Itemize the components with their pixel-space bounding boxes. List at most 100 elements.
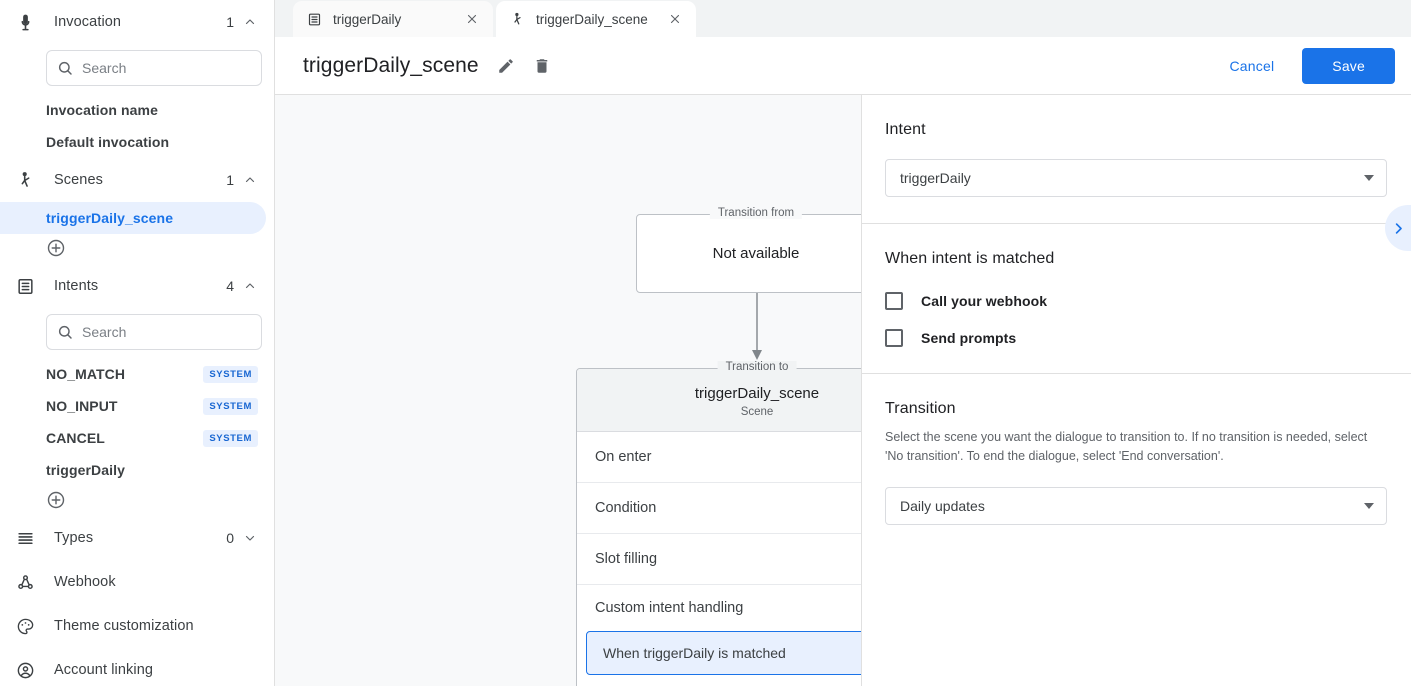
intent-handler-label: When triggerDaily is matched — [603, 645, 786, 661]
transition-from-value: Not available — [712, 245, 800, 262]
types-icon — [14, 527, 36, 549]
scene-card-header: triggerDaily_scene Scene — [577, 369, 861, 432]
page-title: triggerDaily_scene — [303, 53, 479, 77]
scene-canvas[interactable]: Transition from Not available Transition… — [275, 95, 862, 686]
sidebar-item-cancel[interactable]: CANCEL SYSTEM — [0, 422, 274, 454]
transition-from-node[interactable]: Transition from Not available — [636, 207, 861, 293]
sidebar-item-default-invocation[interactable]: Default invocation — [0, 126, 274, 158]
checkbox-label: Send prompts — [921, 330, 1017, 346]
search-icon — [57, 324, 73, 340]
scene-card-subtitle: Scene — [740, 406, 774, 418]
sidebar-item-triggerdaily-scene[interactable]: triggerDaily_scene — [0, 202, 266, 234]
chevron-down-icon — [1364, 502, 1374, 509]
sidebar-section-scenes[interactable]: Scenes 1 — [0, 158, 274, 202]
transition-section: Transition Select the scene you want the… — [862, 374, 1411, 551]
intent-tab-icon — [307, 12, 322, 27]
intents-search-wrap — [0, 308, 274, 358]
scene-row-on-enter[interactable]: On enter + — [577, 432, 861, 483]
search-icon — [57, 60, 73, 76]
sidebar-section-label: Invocation — [54, 14, 122, 30]
sidebar-item-no-match[interactable]: NO_MATCH SYSTEM — [0, 358, 274, 390]
sidebar-section-label: Intents — [54, 278, 99, 294]
trash-icon[interactable] — [533, 57, 551, 75]
transition-section-title: Transition — [885, 400, 956, 417]
sidebar-section-label: Scenes — [54, 172, 103, 188]
add-scene-row — [0, 234, 274, 264]
intents-icon — [14, 275, 36, 297]
add-icon[interactable] — [46, 490, 66, 510]
invocation-searchbox[interactable] — [46, 50, 262, 86]
tab-label: triggerDaily_scene — [536, 11, 648, 27]
add-icon[interactable] — [46, 238, 66, 258]
sidebar-item-no-input[interactable]: NO_INPUT SYSTEM — [0, 390, 274, 422]
sidebar-section-count: 1 — [226, 172, 234, 188]
status-badge: SYSTEM — [203, 365, 258, 383]
sidebar-section-label: Types — [54, 530, 94, 546]
checkbox-row-send-prompts[interactable]: Send prompts — [885, 329, 1387, 347]
sidebar-item-theme-customization[interactable]: Theme customization — [0, 604, 274, 648]
intent-handler-chip[interactable]: When triggerDaily is matched — [586, 631, 861, 675]
sidebar-item-webhook[interactable]: Webhook — [0, 560, 274, 604]
tab-triggerdaily[interactable]: triggerDaily — [293, 1, 493, 37]
body-split: Transition from Not available Transition… — [275, 95, 1411, 686]
scene-card-title: triggerDaily_scene — [694, 385, 820, 402]
webhook-icon — [14, 571, 36, 593]
intent-section-title: Intent — [885, 121, 926, 138]
scene-row-label: On enter — [595, 449, 652, 465]
chevron-up-icon[interactable] — [244, 16, 256, 28]
transition-description: Select the scene you want the dialogue t… — [885, 430, 1368, 464]
intent-select[interactable]: triggerDaily — [885, 159, 1387, 197]
when-matched-section: When intent is matched Call your webhook… — [862, 224, 1411, 374]
chevron-up-icon[interactable] — [244, 280, 256, 292]
invocation-search-wrap — [0, 44, 274, 94]
chevron-down-icon — [1364, 175, 1374, 181]
cancel-button[interactable]: Cancel — [1214, 49, 1291, 83]
sidebar: Invocation 1 Invocation name Default inv… — [0, 0, 275, 686]
scene-row-custom-intent-handling[interactable]: Custom intent handling + — [577, 585, 861, 631]
close-icon[interactable] — [664, 8, 686, 30]
details-panel: Intent triggerDaily When intent is match… — [862, 95, 1411, 686]
page-header: triggerDaily_scene Cancel Save — [275, 37, 1411, 95]
sidebar-section-count: 4 — [226, 278, 234, 294]
save-button[interactable]: Save — [1302, 47, 1395, 84]
sidebar-section-invocation[interactable]: Invocation 1 — [0, 0, 274, 44]
sidebar-section-count: 1 — [226, 14, 234, 30]
main-area: triggerDaily triggerDaily_scene triggerD… — [275, 0, 1411, 686]
sidebar-item-invocation-name[interactable]: Invocation name — [0, 94, 274, 126]
close-icon[interactable] — [461, 8, 483, 30]
microphone-icon — [14, 11, 36, 33]
intent-section: Intent triggerDaily — [862, 95, 1411, 224]
scene-tab-icon — [510, 12, 525, 27]
invocation-search-input[interactable] — [82, 60, 251, 76]
sidebar-item-triggerdaily[interactable]: triggerDaily — [0, 454, 274, 486]
scene-row-slot-filling[interactable]: Slot filling + — [577, 534, 861, 585]
checkbox-send-prompts[interactable] — [885, 329, 903, 347]
scene-card: Transition to triggerDaily_scene Scene O… — [576, 361, 861, 686]
pencil-icon[interactable] — [497, 57, 515, 75]
chevron-up-icon[interactable] — [244, 174, 256, 186]
sidebar-item-account-linking[interactable]: Account linking — [0, 648, 274, 686]
palette-icon — [14, 615, 36, 637]
sidebar-item-label: Invocation name — [46, 102, 158, 118]
sidebar-item-label: triggerDaily — [46, 462, 125, 478]
intents-search-input[interactable] — [82, 324, 251, 340]
intents-searchbox[interactable] — [46, 314, 262, 350]
sidebar-section-intents[interactable]: Intents 4 — [0, 264, 274, 308]
sidebar-item-label: triggerDaily_scene — [46, 210, 174, 226]
tab-bar: triggerDaily triggerDaily_scene — [275, 0, 1411, 37]
account-icon — [14, 659, 36, 681]
scene-row-condition[interactable]: Condition + — [577, 483, 861, 534]
sidebar-item-label: NO_INPUT — [46, 398, 118, 414]
checkbox-label: Call your webhook — [921, 293, 1048, 309]
sidebar-item-label: Webhook — [54, 574, 116, 590]
tab-triggerdaily-scene[interactable]: triggerDaily_scene — [496, 1, 696, 37]
transition-select[interactable]: Daily updates — [885, 486, 1387, 525]
status-badge: SYSTEM — [203, 429, 258, 447]
transition-select-value: Daily updates — [900, 497, 985, 514]
when-matched-title: When intent is matched — [885, 250, 1055, 267]
tab-label: triggerDaily — [333, 11, 402, 27]
sidebar-section-types[interactable]: Types 0 — [0, 516, 274, 560]
chevron-down-icon[interactable] — [244, 532, 256, 544]
checkbox-call-your-webhook[interactable] — [885, 292, 903, 310]
checkbox-row-call-your-webhook[interactable]: Call your webhook — [885, 292, 1387, 310]
